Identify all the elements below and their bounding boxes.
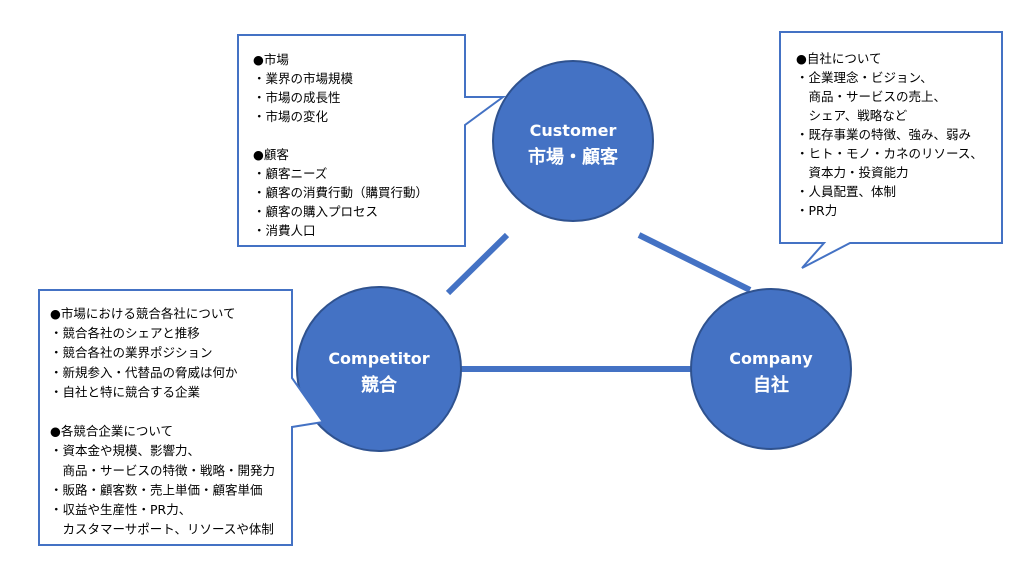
node-company-subtitle: 自社 (753, 374, 789, 396)
callout-customer: ●市場・業界の市場規模・市場の成長性・市場の変化 ●顧客・顧客ニーズ・顧客の消費… (237, 34, 507, 247)
callout-competitor-line: ・競合各社の業界ポジション (50, 345, 213, 360)
node-competitor-circle (296, 286, 462, 452)
callout-competitor-line: ●市場における競合各社について (50, 306, 236, 321)
edge-customer-company (637, 232, 752, 293)
callout-competitor-line: ・競合各社のシェアと推移 (50, 326, 200, 341)
callout-company-line: 商品・サービスの売上、 (796, 89, 946, 104)
callout-customer-line (253, 128, 257, 143)
node-company: Company 自社 (690, 288, 852, 450)
callout-customer-line: ・顧客ニーズ (253, 166, 327, 181)
callout-competitor: ●市場における競合各社について・競合各社のシェアと推移・競合各社の業界ポジション… (38, 289, 325, 546)
callout-company-text: ●自社について・企業理念・ビジョン、 商品・サービスの売上、 シェア、戦略など・… (796, 51, 983, 218)
callout-customer-line: ・顧客の購入プロセス (253, 204, 378, 219)
callout-competitor-line (50, 404, 54, 419)
callout-customer-line: ・消費人口 (253, 223, 316, 238)
callout-competitor-line: ・収益や生産性・PR力、 (50, 502, 191, 517)
callout-customer-line: ・顧客の消費行動（購買行動） (253, 185, 428, 200)
node-customer-subtitle: 市場・顧客 (528, 146, 619, 168)
node-competitor: Competitor 競合 (296, 286, 462, 452)
edge-customer-competitor (445, 232, 510, 296)
node-company-circle (690, 288, 852, 450)
callout-company-line: シェア、戦略など (796, 108, 908, 123)
callout-customer-text: ●市場・業界の市場規模・市場の成長性・市場の変化 ●顧客・顧客ニーズ・顧客の消費… (253, 52, 428, 238)
node-customer-title: Customer (530, 121, 617, 140)
callout-customer-line: ・市場の変化 (253, 109, 329, 124)
callout-competitor-line: カスタマーサポート、リソースや体制 (50, 522, 274, 537)
callout-company-box (779, 31, 1003, 269)
callout-competitor-line: ・資本金や規模、影響力、 (50, 443, 200, 458)
callout-customer-line: ・業界の市場規模 (253, 71, 354, 86)
callout-competitor-box (38, 289, 325, 546)
callout-customer-line: ●市場 (253, 52, 289, 67)
callout-company: ●自社について・企業理念・ビジョン、 商品・サービスの売上、 シェア、戦略など・… (779, 31, 1003, 269)
node-company-title: Company (729, 349, 813, 368)
node-customer-circle (492, 60, 654, 222)
callout-customer-line: ●顧客 (253, 147, 289, 162)
callout-competitor-line: ●各競合企業について (50, 424, 173, 439)
callout-competitor-text: ●市場における競合各社について・競合各社のシェアと推移・競合各社の業界ポジション… (50, 306, 275, 537)
callout-competitor-line: 商品・サービスの特徴・戦略・開発力 (50, 463, 275, 478)
callout-company-line: ・既存事業の特徴、強み、弱み (796, 127, 971, 142)
callout-company-line: ・PR力 (796, 203, 837, 218)
callout-company-line: ・ヒト・モノ・カネのリソース、 (796, 146, 983, 161)
callout-company-line: ・企業理念・ビジョン、 (796, 70, 933, 85)
callout-company-line: 資本力・投資能力 (796, 165, 909, 180)
node-competitor-title: Competitor (328, 349, 429, 368)
callout-competitor-line: ・販路・顧客数・売上単価・顧客単価 (50, 482, 263, 497)
callout-customer-box (237, 34, 507, 247)
node-competitor-subtitle: 競合 (361, 374, 398, 396)
callout-competitor-line: ・新規参入・代替品の脅威は何か (50, 365, 238, 380)
callout-competitor-line: ・自社と特に競合する企業 (50, 384, 201, 399)
callout-company-line: ●自社について (796, 51, 882, 66)
callout-company-line: ・人員配置、体制 (796, 184, 896, 199)
callout-customer-line: ・市場の成長性 (253, 90, 341, 105)
node-customer: Customer 市場・顧客 (492, 60, 654, 222)
